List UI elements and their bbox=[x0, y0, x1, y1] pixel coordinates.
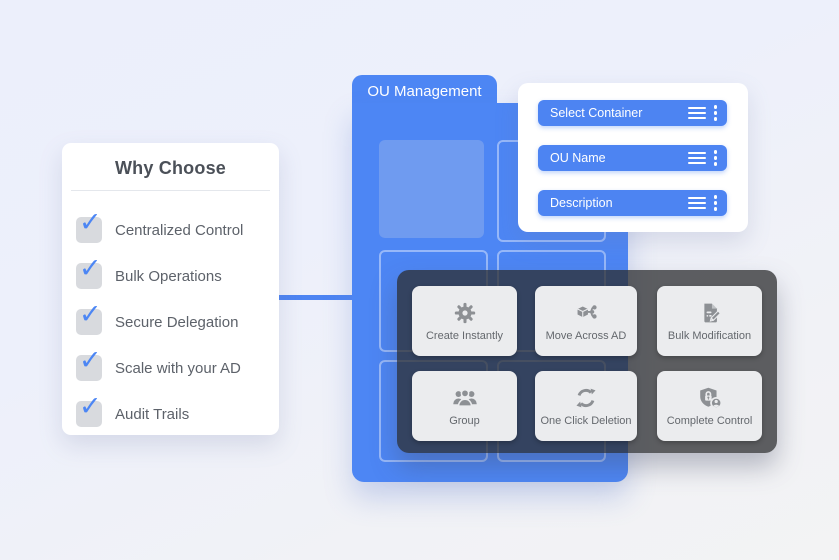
feature-tile-bulk-modification[interactable]: Bulk Modification bbox=[657, 286, 762, 356]
ou-tile-selected bbox=[379, 140, 484, 238]
checkmark-icon: ✓ bbox=[79, 345, 102, 375]
list-item: ✓ Scale with your AD bbox=[76, 345, 279, 391]
list-item-label: Bulk Operations bbox=[115, 267, 222, 285]
feature-tile-label: Create Instantly bbox=[425, 329, 504, 342]
checkbox-checked[interactable]: ✓ bbox=[76, 393, 102, 427]
field-description[interactable]: Description bbox=[538, 190, 727, 216]
list-item: ✓ Secure Delegation bbox=[76, 299, 279, 345]
kebab-icon[interactable] bbox=[713, 105, 717, 121]
why-choose-title: Why Choose bbox=[114, 158, 226, 178]
checkmark-icon: ✓ bbox=[79, 391, 102, 421]
connector-line bbox=[277, 295, 354, 300]
feature-tile-move-across-ad[interactable]: Move Across AD bbox=[535, 286, 637, 356]
gear-icon bbox=[452, 299, 478, 327]
menu-icon[interactable] bbox=[687, 151, 706, 165]
field-ou-name[interactable]: OU Name bbox=[538, 145, 727, 171]
sync-arrows-icon bbox=[573, 384, 599, 412]
list-item: ✓ Centralized Control bbox=[76, 207, 279, 253]
ou-management-title: OU Management bbox=[367, 83, 482, 100]
checkbox-checked[interactable]: ✓ bbox=[76, 255, 102, 289]
menu-icon[interactable] bbox=[687, 196, 706, 210]
list-item: ✓ Bulk Operations bbox=[76, 253, 279, 299]
feature-tile-create-instantly[interactable]: Create Instantly bbox=[412, 286, 517, 356]
divider bbox=[71, 190, 270, 191]
field-label: OU Name bbox=[550, 151, 606, 165]
feature-tile-label: Group bbox=[449, 414, 480, 427]
move-hierarchy-icon bbox=[573, 299, 599, 327]
kebab-icon[interactable] bbox=[713, 150, 717, 166]
features-panel: Create Instantly Move Across AD bbox=[397, 270, 777, 453]
list-item-label: Centralized Control bbox=[115, 221, 244, 239]
checkbox-checked[interactable]: ✓ bbox=[76, 347, 102, 381]
shield-user-icon bbox=[696, 384, 724, 412]
checkbox-checked[interactable]: ✓ bbox=[76, 301, 102, 335]
field-label: Select Container bbox=[550, 106, 643, 120]
checkbox-checked[interactable]: ✓ bbox=[76, 209, 102, 243]
list-item-label: Secure Delegation bbox=[115, 313, 239, 331]
field-label: Description bbox=[550, 196, 613, 210]
kebab-icon[interactable] bbox=[713, 195, 717, 211]
why-choose-list: ✓ Centralized Control ✓ Bulk Operations … bbox=[62, 191, 279, 437]
feature-tile-label: Bulk Modification bbox=[667, 329, 752, 342]
list-item-label: Audit Trails bbox=[115, 405, 190, 423]
feature-tile-label: Move Across AD bbox=[545, 329, 627, 342]
checkmark-icon: ✓ bbox=[79, 207, 102, 237]
feature-tile-group[interactable]: Group bbox=[412, 371, 517, 441]
list-item-label: Scale with your AD bbox=[115, 359, 241, 377]
group-icon bbox=[451, 384, 479, 412]
menu-icon[interactable] bbox=[687, 106, 706, 120]
feature-tile-one-click-deletion[interactable]: One Click Deletion bbox=[535, 371, 637, 441]
checkmark-icon: ✓ bbox=[79, 253, 102, 283]
checkmark-icon: ✓ bbox=[79, 299, 102, 329]
feature-tile-complete-control[interactable]: Complete Control bbox=[657, 371, 762, 441]
document-edit-icon bbox=[697, 299, 723, 327]
feature-tile-label: Complete Control bbox=[666, 414, 753, 427]
ou-form-card: Select Container OU Name Description bbox=[518, 83, 748, 232]
feature-tile-label: One Click Deletion bbox=[540, 414, 632, 427]
list-item: ✓ Audit Trails bbox=[76, 391, 279, 437]
field-select-container[interactable]: Select Container bbox=[538, 100, 727, 126]
why-choose-card: Why Choose ✓ Centralized Control ✓ Bulk … bbox=[62, 143, 279, 435]
